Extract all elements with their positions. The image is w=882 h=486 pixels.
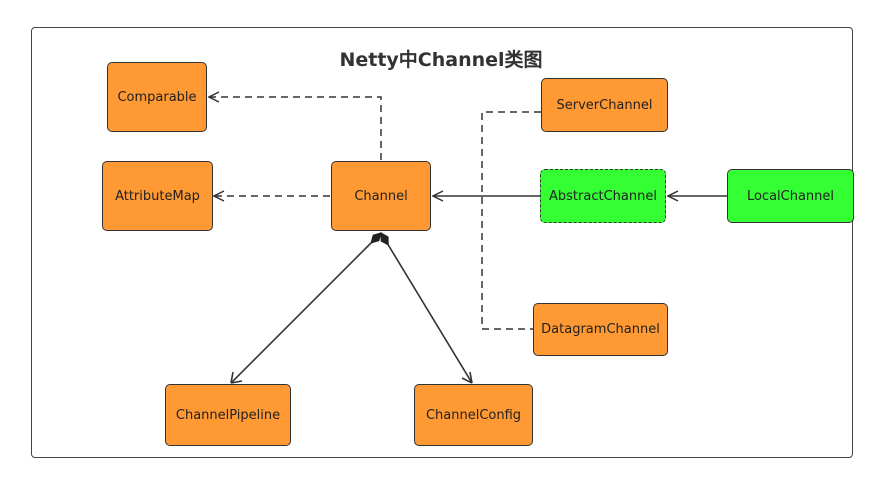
server-datagram-bracket-connector <box>481 111 541 330</box>
channel-to-comparable-connector <box>209 97 382 160</box>
diagram-title: Netty中Channel类图 <box>339 49 543 71</box>
channelpipeline-arrowhead <box>230 371 243 384</box>
channelconfig-arrowhead <box>461 371 473 384</box>
abstractchannel-node[interactable]: AbstractChannel <box>540 169 666 223</box>
channel-node[interactable]: Channel <box>331 161 431 231</box>
localchannel-node[interactable]: LocalChannel <box>727 169 854 223</box>
datagramchannel-node[interactable]: DatagramChannel <box>533 303 668 356</box>
attributemap-node[interactable]: AttributeMap <box>102 161 213 231</box>
channelpipeline-node[interactable]: ChannelPipeline <box>165 384 291 446</box>
channel-to-channelpipeline-connector <box>230 232 382 384</box>
channelconfig-node[interactable]: ChannelConfig <box>414 384 533 446</box>
diagram-frame <box>31 27 853 458</box>
comparable-node[interactable]: Comparable <box>107 62 207 132</box>
channel-to-channelconfig-connector <box>380 232 473 384</box>
serverchannel-node[interactable]: ServerChannel <box>541 78 668 132</box>
